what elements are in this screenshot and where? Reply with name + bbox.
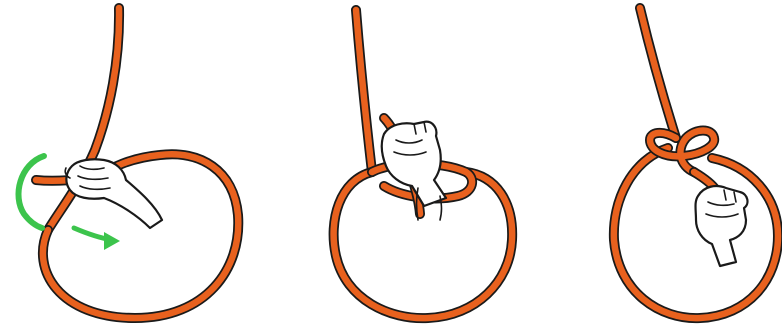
step-3-standing-rope xyxy=(640,8,676,138)
hand-icon xyxy=(696,186,748,266)
hand-icon xyxy=(65,159,162,228)
step-2-figure xyxy=(334,10,513,318)
step-1-figure xyxy=(18,8,238,318)
step-2-standing-rope xyxy=(356,10,372,172)
rope-icon xyxy=(650,131,716,191)
step-3-figure xyxy=(614,8,778,318)
